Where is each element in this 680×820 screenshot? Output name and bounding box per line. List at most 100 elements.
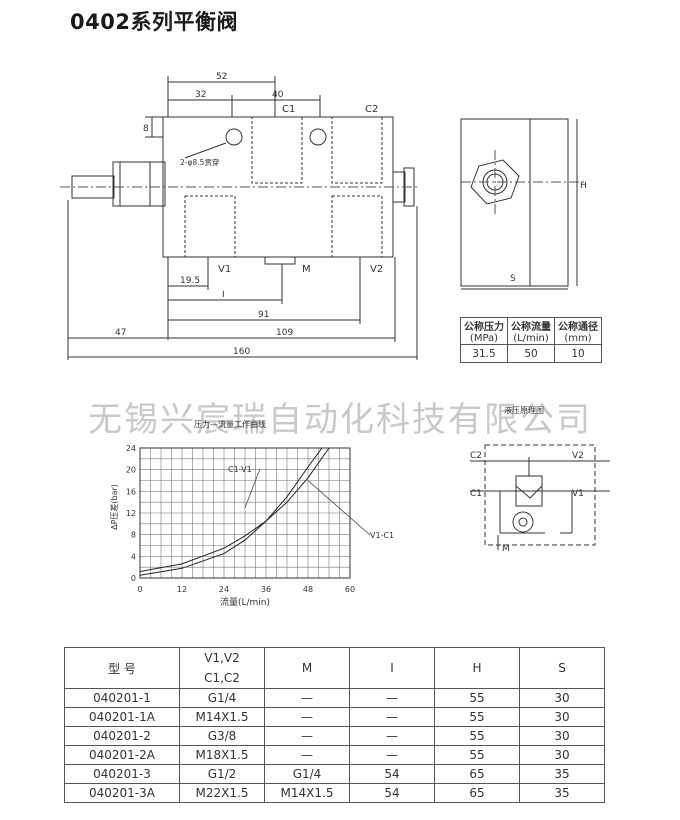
hydraulic-schematic: 液压原理图 C2 V2 C1 V1 M bbox=[470, 405, 610, 554]
table-cell: 040201-1A bbox=[64, 707, 180, 727]
table-cell: — bbox=[264, 688, 350, 708]
spec-header-diameter: 公称通径(mm) bbox=[554, 317, 602, 345]
table-cell: 040201-2A bbox=[64, 745, 180, 765]
schematic-title: 液压原理图 bbox=[504, 405, 544, 415]
page-title: 0402系列平衡阀 bbox=[70, 10, 238, 34]
table-cell: 30 bbox=[519, 726, 605, 746]
x-tick-label: 60 bbox=[345, 585, 355, 594]
table-cell: 35 bbox=[519, 783, 605, 803]
schematic-c2: C2 bbox=[470, 451, 482, 461]
port-v2: V2 bbox=[370, 264, 383, 275]
port-m: M bbox=[302, 264, 311, 275]
table-cell: M14X1.5 bbox=[264, 783, 350, 803]
chart-ylabel: ΔP压差(bar) bbox=[109, 484, 119, 530]
valve-drawing: 52 32 40 8 2-φ8.5贯穿 19.5 I 91 109 47 160… bbox=[60, 72, 587, 360]
dim-91: 91 bbox=[258, 310, 269, 320]
spec-header-pressure: 公称压力(MPa) bbox=[460, 317, 508, 345]
x-tick-label: 48 bbox=[303, 585, 313, 594]
dim-40: 40 bbox=[272, 90, 284, 100]
table-cell: 55 bbox=[434, 745, 520, 765]
chart-xlabel: 流量(L/min) bbox=[220, 596, 270, 608]
table-cell: 040201-3A bbox=[64, 783, 180, 803]
y-tick-label: 24 bbox=[126, 444, 136, 453]
table-cell: 30 bbox=[519, 688, 605, 708]
table-cell: M14X1.5 bbox=[179, 707, 265, 727]
model-header-type: 型 号 bbox=[64, 647, 180, 689]
hole-note: 2-φ8.5贯穿 bbox=[180, 157, 219, 167]
company-watermark: 无锡兴宸瑞自动化科技有限公司 bbox=[88, 400, 592, 440]
chart-grid bbox=[139, 447, 351, 579]
table-cell: 040201-1 bbox=[64, 688, 180, 708]
mount-hole bbox=[309, 128, 327, 146]
chart-title: 压力—流量工作曲线 bbox=[194, 419, 266, 429]
side-view-outline bbox=[460, 118, 569, 287]
schematic-v2: V2 bbox=[572, 451, 584, 461]
y-tick-label: 20 bbox=[126, 466, 136, 475]
table-cell: — bbox=[349, 707, 435, 727]
table-cell: M18X1.5 bbox=[179, 745, 265, 765]
hex-plug bbox=[470, 159, 520, 205]
dim-52: 52 bbox=[216, 72, 227, 82]
table-cell: 54 bbox=[349, 764, 435, 784]
dim-19-5: 19.5 bbox=[180, 276, 200, 286]
table-cell: 55 bbox=[434, 726, 520, 746]
dim-h: H bbox=[580, 181, 587, 191]
plot-frame bbox=[139, 447, 351, 579]
x-tick-label: 12 bbox=[177, 585, 187, 594]
y-tick-label: 0 bbox=[131, 574, 136, 583]
x-tick-label: 24 bbox=[219, 585, 229, 594]
pressure-spec-table: 公称压力(MPa) 公称流量(L/min) 公称通径(mm) 31.5 50 1… bbox=[460, 317, 602, 363]
table-cell: — bbox=[264, 707, 350, 727]
y-tick-label: 16 bbox=[126, 487, 136, 496]
y-tick-label: 8 bbox=[131, 531, 136, 540]
schematic-v1: V1 bbox=[572, 489, 584, 499]
table-cell: — bbox=[349, 745, 435, 765]
table-cell: — bbox=[349, 688, 435, 708]
dim-32: 32 bbox=[195, 90, 206, 100]
table-cell: G1/2 bbox=[179, 764, 265, 784]
schematic-m: M bbox=[502, 544, 510, 554]
table-cell: 35 bbox=[519, 764, 605, 784]
dim-47: 47 bbox=[115, 328, 126, 338]
spec-value-diameter: 10 bbox=[554, 344, 602, 363]
table-cell: 30 bbox=[519, 745, 605, 765]
table-cell: G1/4 bbox=[264, 764, 350, 784]
spec-value-pressure: 31.5 bbox=[460, 344, 508, 363]
spec-value-flow: 50 bbox=[507, 344, 555, 363]
port-v1: V1 bbox=[218, 264, 231, 275]
table-cell: 040201-2 bbox=[64, 726, 180, 746]
dim-160: 160 bbox=[233, 347, 250, 357]
series-label: V1-C1 bbox=[370, 531, 394, 540]
table-cell: 54 bbox=[349, 783, 435, 803]
dim-8: 8 bbox=[143, 124, 149, 134]
port-c1: C1 bbox=[282, 104, 295, 115]
model-header-h: H bbox=[434, 647, 520, 689]
table-cell: 30 bbox=[519, 707, 605, 727]
dim-s: S bbox=[510, 274, 516, 284]
table-cell: — bbox=[264, 726, 350, 746]
table-cell: — bbox=[349, 726, 435, 746]
table-cell: G3/8 bbox=[179, 726, 265, 746]
dim-i: I bbox=[222, 290, 225, 300]
table-cell: 55 bbox=[434, 707, 520, 727]
table-cell: — bbox=[264, 745, 350, 765]
port-c2: C2 bbox=[365, 104, 378, 115]
table-cell: 65 bbox=[434, 783, 520, 803]
y-tick-label: 4 bbox=[131, 552, 136, 561]
label-leader bbox=[244, 468, 261, 508]
table-cell: G1/4 bbox=[179, 688, 265, 708]
x-tick-label: 36 bbox=[261, 585, 271, 594]
series-label: C1-V1 bbox=[228, 465, 252, 474]
dim-109: 109 bbox=[276, 328, 293, 338]
table-cell: 55 bbox=[434, 688, 520, 708]
x-tick-label: 0 bbox=[137, 585, 142, 594]
model-header-m: M bbox=[264, 647, 350, 689]
model-header-s: S bbox=[519, 647, 605, 689]
